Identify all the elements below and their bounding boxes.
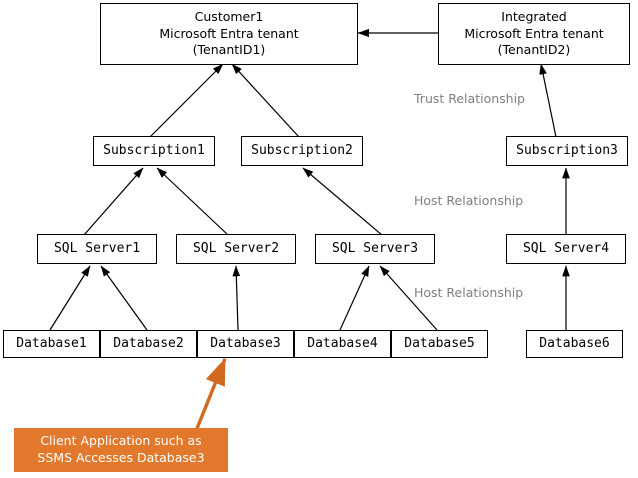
- node-subscription1[interactable]: Subscription1: [93, 136, 215, 166]
- database3-label: Database3: [210, 336, 281, 352]
- label-host-relationship-upper: Host Relationship: [414, 193, 524, 208]
- node-database4[interactable]: Database4: [294, 330, 391, 358]
- database4-label: Database4: [307, 336, 378, 352]
- edge-sub3-to-tenant2: [539, 63, 557, 138]
- edge-srv3-to-sub2: [302, 167, 383, 236]
- node-tenant2[interactable]: Integrated Microsoft Entra tenant (Tenan…: [438, 3, 630, 65]
- edge-db1-to-srv1: [49, 265, 91, 331]
- edge-srv2-to-sub1: [156, 167, 229, 236]
- edge-sub2-to-tenant1: [231, 63, 300, 138]
- node-database3[interactable]: Database3: [197, 330, 294, 358]
- node-subscription3[interactable]: Subscription3: [506, 136, 628, 166]
- node-subscription2[interactable]: Subscription2: [241, 136, 363, 166]
- callout-line-1: Client Application such as: [40, 433, 202, 449]
- subscription3-label: Subscription3: [516, 143, 618, 159]
- node-database1[interactable]: Database1: [3, 330, 100, 358]
- database6-label: Database6: [539, 336, 610, 352]
- edge-callout-to-db3: [194, 357, 227, 432]
- tenant2-line-2: Microsoft Entra tenant: [464, 25, 604, 41]
- node-database6[interactable]: Database6: [526, 330, 623, 358]
- callout-client-application[interactable]: Client Application such as SSMS Accesses…: [14, 428, 228, 472]
- tenant1-line-1: Customer1: [194, 9, 264, 25]
- tenant2-line-3: (TenantID2): [497, 42, 571, 58]
- database2-label: Database2: [113, 336, 184, 352]
- node-database2[interactable]: Database2: [100, 330, 197, 358]
- database5-label: Database5: [404, 336, 475, 352]
- callout-line-2: SSMS Accesses Database3: [37, 450, 205, 465]
- tenant1-line-3: (TenantID1): [192, 42, 266, 58]
- edge-db2-to-srv1: [100, 265, 148, 331]
- database1-label: Database1: [16, 336, 87, 352]
- node-tenant1[interactable]: Customer1 Microsoft Entra tenant (Tenant…: [100, 3, 358, 65]
- node-database5[interactable]: Database5: [391, 330, 488, 358]
- tenant1-line-2: Microsoft Entra tenant: [159, 25, 299, 41]
- label-host-relationship-lower: Host Relationship: [414, 285, 524, 300]
- label-trust-relationship: Trust Relationship: [414, 91, 525, 106]
- node-sql-server1[interactable]: SQL Server1: [37, 234, 157, 264]
- sql-server4-label: SQL Server4: [522, 241, 610, 257]
- tenant2-line-1: Integrated: [501, 9, 567, 25]
- node-sql-server2[interactable]: SQL Server2: [176, 234, 296, 264]
- node-sql-server4[interactable]: SQL Server4: [506, 234, 626, 264]
- sql-server3-label: SQL Server3: [331, 241, 419, 257]
- subscription1-label: Subscription1: [103, 143, 205, 159]
- subscription2-label: Subscription2: [251, 143, 353, 159]
- node-sql-server3[interactable]: SQL Server3: [315, 234, 435, 264]
- sql-server1-label: SQL Server1: [53, 241, 141, 257]
- edge-srv1-to-sub1: [83, 167, 144, 236]
- edge-sub1-to-tenant1: [149, 63, 224, 138]
- edge-db4-to-srv3: [339, 265, 370, 331]
- edge-db3-to-srv2: [232, 265, 241, 331]
- sql-server2-label: SQL Server2: [192, 241, 280, 257]
